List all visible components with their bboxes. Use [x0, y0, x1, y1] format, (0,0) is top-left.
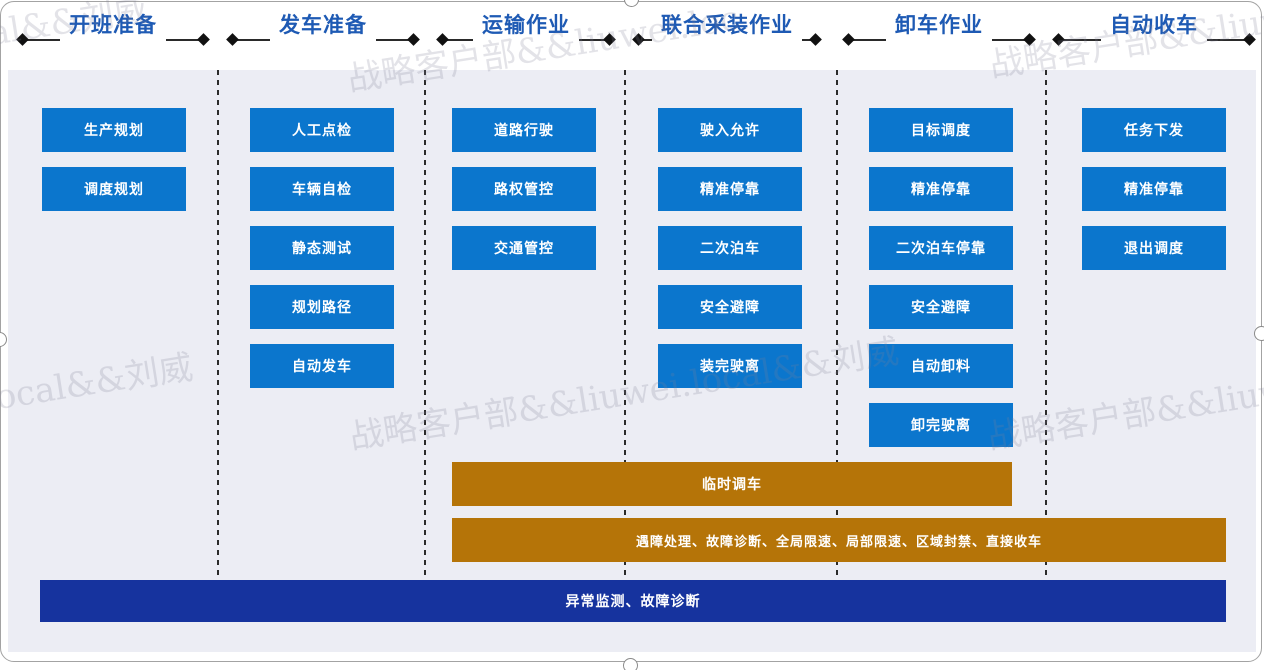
header-line — [1207, 39, 1245, 41]
diamond-icon — [603, 33, 616, 46]
task-box: 退出调度 — [1082, 226, 1226, 270]
temporary-dispatch-label: 临时调车 — [702, 476, 762, 492]
header-line — [27, 39, 60, 41]
task-box: 车辆自检 — [250, 167, 394, 211]
column-header-label: 自动收车 — [1110, 14, 1198, 37]
header-line — [1063, 39, 1101, 41]
resize-handle-left[interactable] — [0, 332, 7, 347]
task-box: 调度规划 — [42, 167, 186, 211]
column-header-label: 联合采装作业 — [661, 14, 793, 37]
task-box: 装完驶离 — [658, 344, 802, 388]
diamond-icon — [842, 33, 855, 46]
header-line — [166, 39, 199, 41]
header-line — [992, 39, 1025, 41]
header-line — [579, 39, 605, 41]
diamond-icon — [1243, 33, 1256, 46]
task-box: 二次泊车 — [658, 226, 802, 270]
diamond-icon — [226, 33, 239, 46]
header-line — [376, 39, 409, 41]
header-line — [853, 39, 886, 41]
anomaly-monitoring-label: 异常监测、故障诊断 — [565, 593, 701, 609]
task-box: 路权管控 — [452, 167, 596, 211]
task-box: 卸完驶离 — [869, 403, 1013, 447]
column-separator-3 — [624, 70, 626, 580]
diamond-icon — [407, 33, 420, 46]
header-line — [643, 39, 652, 41]
task-box: 人工点检 — [250, 108, 394, 152]
task-box: 任务下发 — [1082, 108, 1226, 152]
diamond-icon — [1023, 33, 1036, 46]
diamond-icon — [16, 33, 29, 46]
diagram-panel — [8, 70, 1256, 652]
task-box: 二次泊车停靠 — [869, 226, 1013, 270]
column-header-label: 发车准备 — [279, 14, 367, 37]
column-header-4: 联合采装作业 — [632, 12, 822, 48]
column-separator-5 — [1045, 70, 1047, 580]
diamond-icon — [809, 33, 822, 46]
column-separator-1 — [217, 70, 219, 580]
diamond-icon — [1052, 33, 1065, 46]
task-box: 安全避障 — [658, 285, 802, 329]
exception-handling-bar: 遇障处理、故障诊断、全局限速、局部限速、区域封禁、直接收车 — [452, 518, 1226, 562]
column-header-5: 卸车作业 — [842, 12, 1036, 48]
diamond-icon — [436, 33, 449, 46]
task-box: 道路行驶 — [452, 108, 596, 152]
diamond-icon — [197, 33, 210, 46]
temporary-dispatch-bar: 临时调车 — [452, 462, 1012, 506]
resize-handle-bottom[interactable] — [623, 658, 638, 670]
column-separator-4 — [836, 70, 838, 580]
task-box: 规划路径 — [250, 285, 394, 329]
header-line — [802, 39, 811, 41]
column-separator-2 — [424, 70, 426, 580]
exception-handling-label: 遇障处理、故障诊断、全局限速、局部限速、区域封禁、直接收车 — [635, 533, 1042, 549]
diamond-icon — [632, 33, 645, 46]
task-box: 自动发车 — [250, 344, 394, 388]
column-header-1: 开班准备 — [16, 12, 210, 48]
resize-handle-top[interactable] — [624, 0, 639, 7]
task-box: 目标调度 — [869, 108, 1013, 152]
column-header-2: 发车准备 — [226, 12, 420, 48]
task-box: 交通管控 — [452, 226, 596, 270]
task-box: 静态测试 — [250, 226, 394, 270]
header-line — [447, 39, 473, 41]
column-header-label: 开班准备 — [69, 14, 157, 37]
column-header-label: 运输作业 — [482, 14, 570, 37]
column-header-label: 卸车作业 — [895, 14, 983, 37]
task-box: 精准停靠 — [1082, 167, 1226, 211]
task-box: 安全避障 — [869, 285, 1013, 329]
task-box: 生产规划 — [42, 108, 186, 152]
task-box: 驶入允许 — [658, 108, 802, 152]
column-header-3: 运输作业 — [436, 12, 616, 48]
task-box: 自动卸料 — [869, 344, 1013, 388]
task-box: 精准停靠 — [869, 167, 1013, 211]
task-box: 精准停靠 — [658, 167, 802, 211]
column-header-6: 自动收车 — [1052, 12, 1256, 48]
resize-handle-right[interactable] — [1254, 326, 1264, 341]
header-line — [237, 39, 270, 41]
anomaly-monitoring-bar: 异常监测、故障诊断 — [40, 580, 1226, 622]
